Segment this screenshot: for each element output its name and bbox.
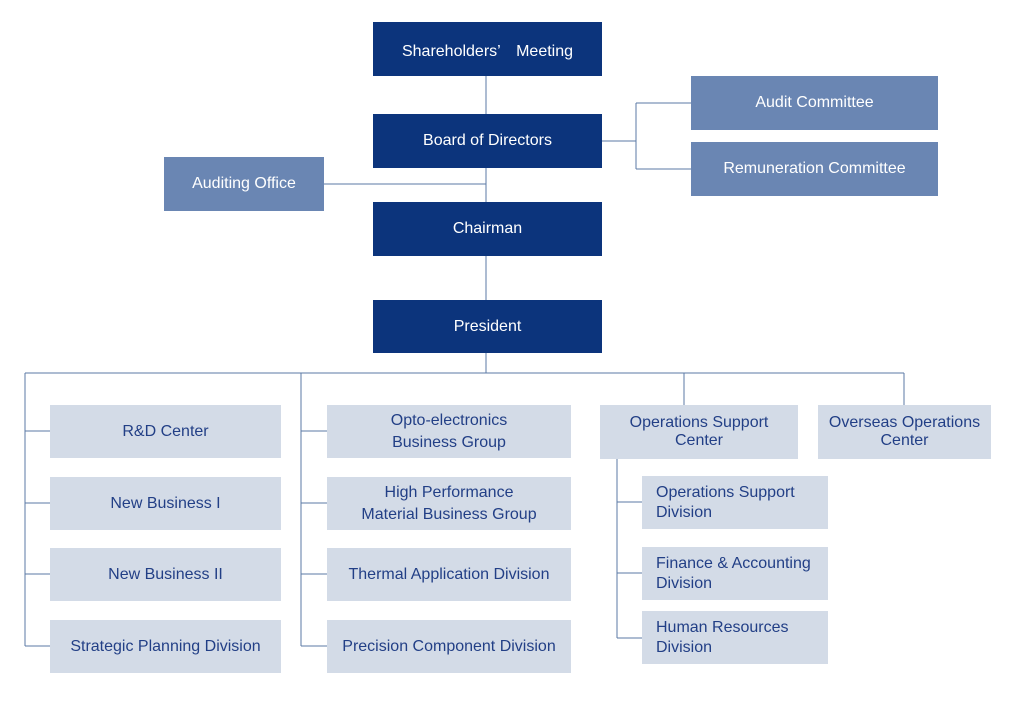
shareholders-meeting-box: Shareholders’ Meeting bbox=[373, 22, 602, 76]
strategic-planning-box: Strategic Planning Division bbox=[50, 620, 281, 673]
box-label-line: Chairman bbox=[452, 220, 523, 237]
thermal-application-box: Thermal Application Division bbox=[327, 548, 571, 601]
box-label-line: Board of Directors bbox=[423, 132, 552, 149]
president-box: President bbox=[373, 300, 602, 353]
box-label-line: Center bbox=[880, 432, 929, 449]
new-business-2-box: New Business II bbox=[50, 548, 281, 601]
box-label-line: Finance & Accounting bbox=[656, 554, 811, 572]
box-label-line: Center bbox=[674, 432, 724, 449]
box-label-line: Opto-electronics bbox=[390, 411, 508, 429]
box-label-line: High Performance bbox=[384, 483, 514, 501]
branch-bus bbox=[24, 353, 905, 646]
box-label-line: Remuneration Committee bbox=[723, 160, 906, 177]
box-label-line: Business Group bbox=[392, 433, 506, 451]
precision-component-box: Precision Component Division bbox=[327, 620, 571, 673]
box-label-line: Operations Support bbox=[629, 414, 769, 431]
box-label-line: Division bbox=[656, 574, 713, 592]
box-label-line: New Business I bbox=[110, 494, 221, 512]
board-of-directors-box: Board of Directors bbox=[373, 114, 602, 168]
box-label-line: New Business II bbox=[108, 565, 223, 583]
box-label-line: R&D Center bbox=[122, 422, 209, 440]
box-label-line: Audit Committee bbox=[755, 94, 874, 111]
box-label-line: President bbox=[453, 317, 522, 335]
audit-committee-box: Audit Committee bbox=[691, 76, 938, 130]
chairman-box: Chairman bbox=[373, 202, 602, 256]
box-label-line: Operations Support bbox=[656, 483, 795, 501]
committee-connector bbox=[602, 102, 691, 170]
new-business-1-box: New Business I bbox=[50, 477, 281, 530]
box-label-line: Division bbox=[656, 503, 713, 521]
operations-subtree bbox=[616, 459, 642, 639]
box-label-line: Human Resources bbox=[656, 618, 789, 636]
box-label-line: Overseas Operations bbox=[828, 414, 981, 431]
box-label-line: Division bbox=[656, 638, 713, 656]
box-label-line: Strategic Planning Division bbox=[70, 637, 261, 655]
box-label-line: Shareholders’ Meeting bbox=[401, 43, 574, 60]
column1-ticks bbox=[25, 430, 50, 647]
column2-ticks bbox=[301, 430, 327, 647]
box-label-line: Auditing Office bbox=[192, 175, 296, 192]
rd-center-box: R&D Center bbox=[50, 405, 281, 458]
box-label-line: Material Business Group bbox=[361, 505, 537, 523]
box-label-line: Precision Component Division bbox=[342, 637, 556, 655]
box-label-line: Thermal Application Division bbox=[348, 565, 550, 583]
auditing-office-box: Auditing Office bbox=[164, 157, 324, 211]
remuneration-committee-box: Remuneration Committee bbox=[691, 142, 938, 196]
